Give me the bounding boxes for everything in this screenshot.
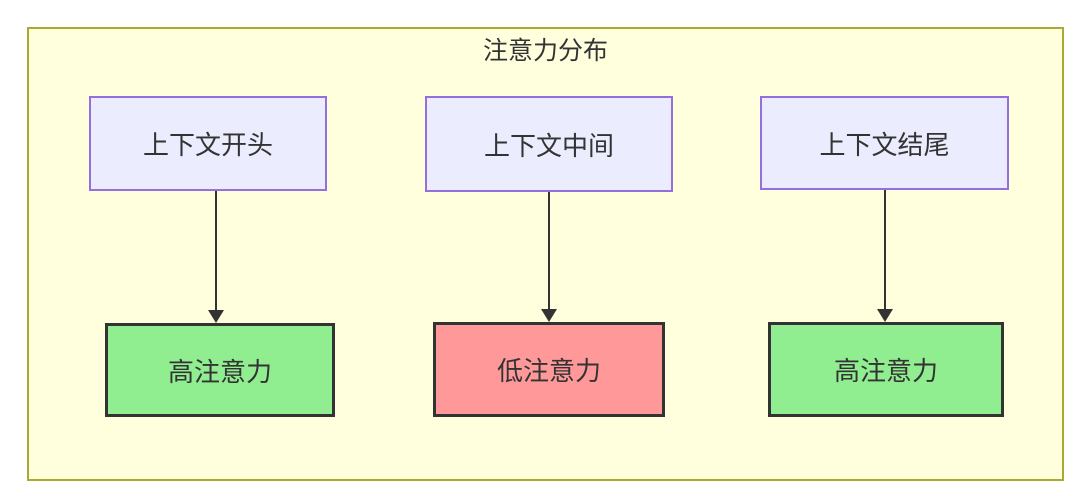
arrow-start-to-attention xyxy=(208,191,224,323)
node-attention-end-label: 高注意力 xyxy=(833,357,938,387)
arrow-line xyxy=(884,190,886,309)
node-attention-middle: 低注意力 xyxy=(433,322,665,417)
diagram-title: 注意力分布 xyxy=(482,36,608,65)
node-context-middle-label: 上下文中间 xyxy=(483,131,614,162)
node-context-end-label: 上下文结尾 xyxy=(819,130,950,161)
arrow-middle-to-attention xyxy=(541,192,557,322)
arrow-line xyxy=(215,191,217,310)
node-attention-end: 高注意力 xyxy=(768,322,1004,417)
node-attention-start-label: 高注意力 xyxy=(167,357,272,388)
attention-distribution-container: 注意力分布 上下文开头 高注意力 上下文中间 低注意力 上下文结尾 xyxy=(27,27,1064,481)
node-context-middle: 上下文中间 xyxy=(425,96,673,192)
arrow-head-icon xyxy=(541,309,557,322)
arrow-line xyxy=(548,192,550,309)
arrow-head-icon xyxy=(877,309,893,322)
node-context-end: 上下文结尾 xyxy=(760,96,1009,190)
node-attention-middle-label: 低注意力 xyxy=(496,357,601,387)
arrow-head-icon xyxy=(208,310,224,323)
node-context-start-label: 上下文开头 xyxy=(142,131,273,161)
node-context-start: 上下文开头 xyxy=(89,96,327,191)
node-attention-start: 高注意力 xyxy=(105,323,335,417)
arrow-end-to-attention xyxy=(877,190,893,322)
